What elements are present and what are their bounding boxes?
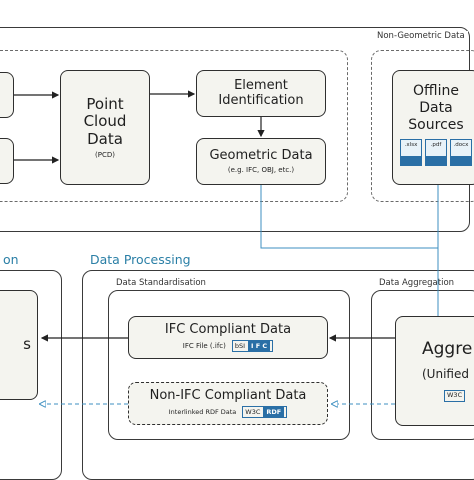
- geometric-data-title: Geometric Data: [209, 147, 313, 163]
- offline-data-sources-box: Offline Data Sources .xlsx .pdf .docx: [392, 70, 474, 185]
- aggregation-sub: (Unified: [422, 366, 469, 381]
- geometric-group: [0, 50, 348, 202]
- left-output-title: s: [23, 335, 31, 354]
- left-input-box-2: [0, 138, 14, 184]
- point-cloud-title: Point Cloud Data: [83, 95, 127, 148]
- aggregation-title: Aggre: [422, 339, 473, 360]
- data-standardisation-label: Data Standardisation: [113, 278, 209, 288]
- non-ifc-compliant-title: Non-IFC Compliant Data: [149, 387, 307, 403]
- ifc-file-sub: IFC File (.ifc): [182, 342, 226, 351]
- geometric-data-sub: (e.g. IFC, OBJ, etc.): [227, 166, 295, 175]
- xlsx-file-icon: .xlsx: [400, 139, 422, 167]
- data-processing-label: Data Processing: [87, 252, 194, 267]
- ifc-compliant-title: IFC Compliant Data: [164, 321, 292, 337]
- left-input-box-1: [0, 72, 14, 118]
- non-geometric-data-label: Non-Geometric Data: [374, 31, 468, 41]
- rdf-data-sub: Interlinked RDF Data: [168, 407, 237, 416]
- aggregation-box: Aggre (Unified W3C: [395, 316, 474, 426]
- left-section-label: on: [0, 252, 22, 267]
- docx-file-icon: .docx: [450, 139, 472, 167]
- data-aggregation-group: [371, 290, 474, 440]
- pdf-file-icon: .pdf: [425, 139, 447, 167]
- element-identification-box: Element Identification: [196, 70, 326, 117]
- point-cloud-data-box: Point Cloud Data (PCD): [60, 70, 150, 185]
- link-geometric-down: [260, 185, 438, 249]
- non-geometric-group: [371, 50, 474, 202]
- w3c-logo-icon: W3C: [444, 389, 466, 402]
- data-aggregation-label: Data Aggregation: [376, 278, 458, 288]
- element-identification-title: Element Identification: [218, 77, 304, 108]
- file-icons: .xlsx .pdf .docx: [400, 139, 472, 167]
- non-ifc-compliant-data-box: Non-IFC Compliant Data Interlinked RDF D…: [128, 382, 328, 425]
- data-standardisation-group: [108, 290, 350, 440]
- geometric-data-box: Geometric Data (e.g. IFC, OBJ, etc.): [196, 138, 326, 185]
- point-cloud-sub: (PCD): [95, 150, 115, 159]
- left-output-box: s: [0, 290, 38, 400]
- offline-sources-title: Offline Data Sources: [408, 83, 464, 133]
